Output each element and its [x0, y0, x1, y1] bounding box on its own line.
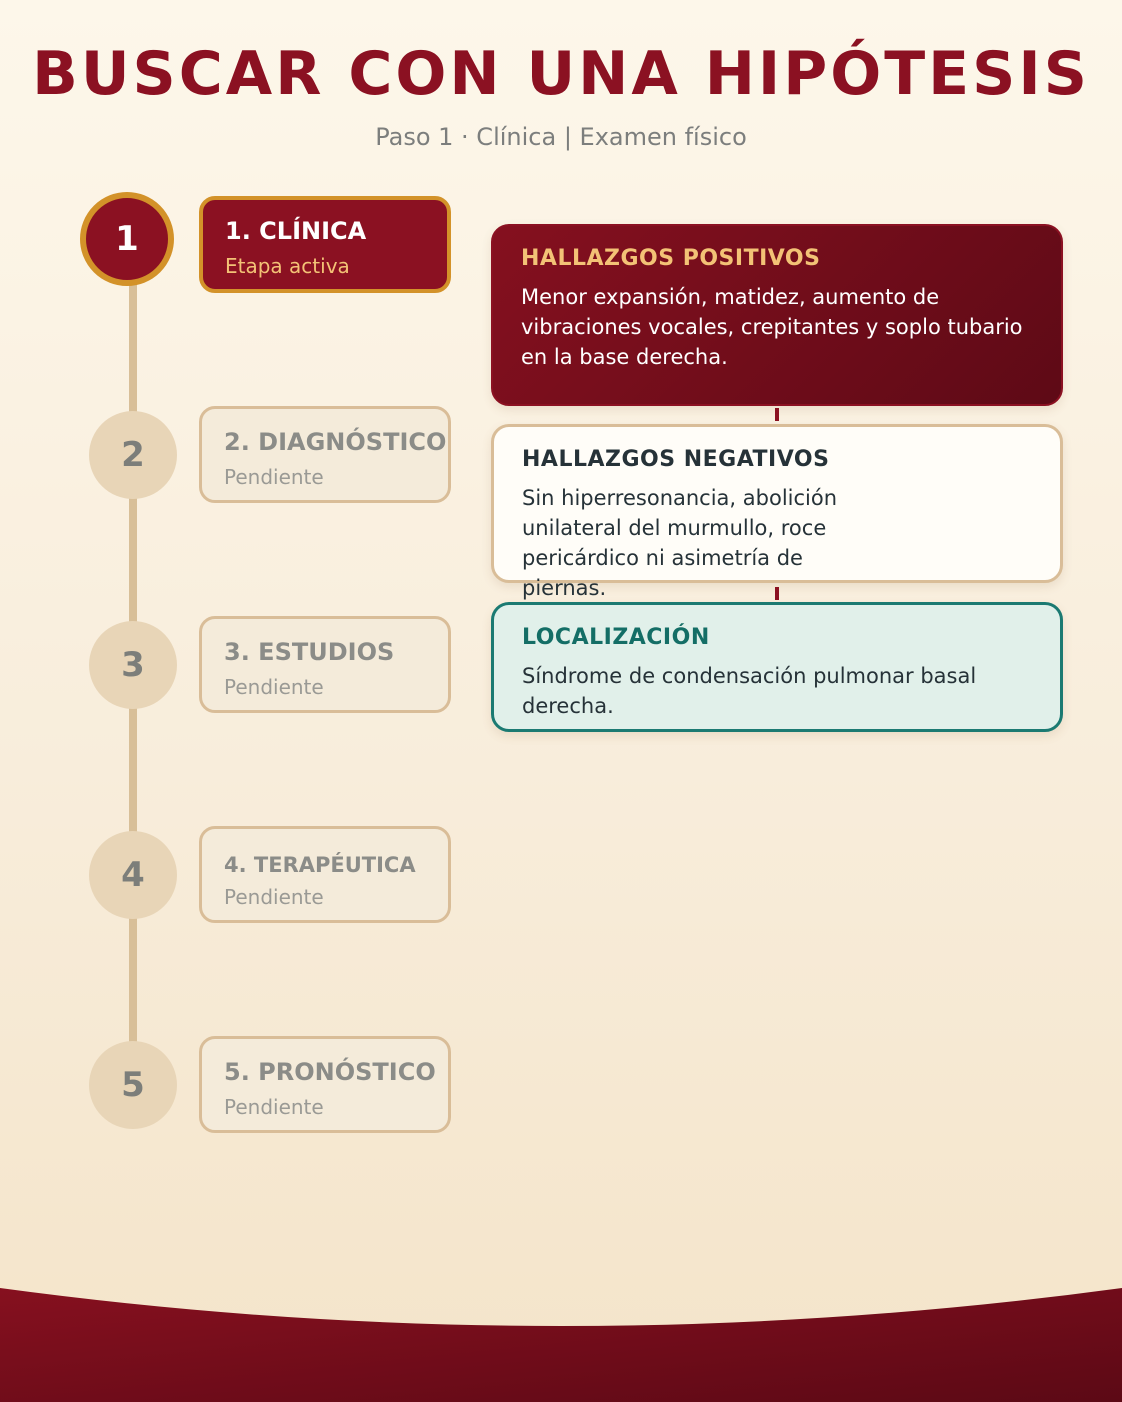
step-5-circle[interactable]: 5	[89, 1041, 177, 1129]
page-subtitle: Paso 1 · Clínica | Examen físico	[375, 123, 747, 151]
step-4-label: 4. TERAPÉUTICA	[224, 853, 416, 877]
negative-findings-card: HALLAZGOS NEGATIVOS Sin hiperresonancia,…	[491, 424, 1063, 600]
step-3-card[interactable]: 3. ESTUDIOS Pendiente	[199, 616, 451, 713]
connector-line	[775, 408, 779, 421]
step-1-status: Etapa activa	[225, 254, 350, 278]
step-5-label: 5. PRONÓSTICO	[224, 1058, 436, 1086]
footer-wave	[0, 1288, 1122, 1402]
step-2-status: Pendiente	[224, 465, 324, 489]
step-5-status: Pendiente	[224, 1095, 324, 1119]
step-1-circle[interactable]: 1	[80, 192, 174, 286]
step-2-label: 2. DIAGNÓSTICO	[224, 428, 447, 456]
negative-findings-text: Sin hiperresonancia, abolición unilatera…	[522, 486, 838, 600]
step-3-status: Pendiente	[224, 675, 324, 699]
step-2-card[interactable]: 2. DIAGNÓSTICO Pendiente	[199, 406, 451, 503]
negative-findings-title: HALLAZGOS NEGATIVOS	[522, 447, 830, 472]
step-2-circle[interactable]: 2	[89, 411, 177, 499]
step-5-card[interactable]: 5. PRONÓSTICO Pendiente	[199, 1036, 451, 1133]
location-text: Síndrome de condensación pulmonar basal …	[522, 664, 977, 718]
step-3-label: 3. ESTUDIOS	[224, 638, 395, 666]
positive-findings-card: HALLAZGOS POSITIVOS Menor expansión, mat…	[491, 224, 1063, 406]
step-3-circle[interactable]: 3	[89, 621, 177, 709]
location-title: LOCALIZACIÓN	[522, 625, 710, 650]
step-4-card[interactable]: 4. TERAPÉUTICA Pendiente	[199, 826, 451, 923]
step-4-status: Pendiente	[224, 885, 324, 909]
positive-findings-text: Menor expansión, matidez, aumento de vib…	[521, 285, 1023, 369]
location-card: LOCALIZACIÓN Síndrome de condensación pu…	[491, 602, 1063, 732]
step-1-label: 1. CLÍNICA	[225, 217, 367, 245]
step-1-card[interactable]: 1. CLÍNICA Etapa activa	[199, 196, 451, 293]
positive-findings-title: HALLAZGOS POSITIVOS	[521, 246, 821, 271]
step-4-circle[interactable]: 4	[89, 831, 177, 919]
connector-line	[775, 587, 779, 600]
page-title: BUSCAR CON UNA HIPÓTESIS	[32, 39, 1090, 109]
